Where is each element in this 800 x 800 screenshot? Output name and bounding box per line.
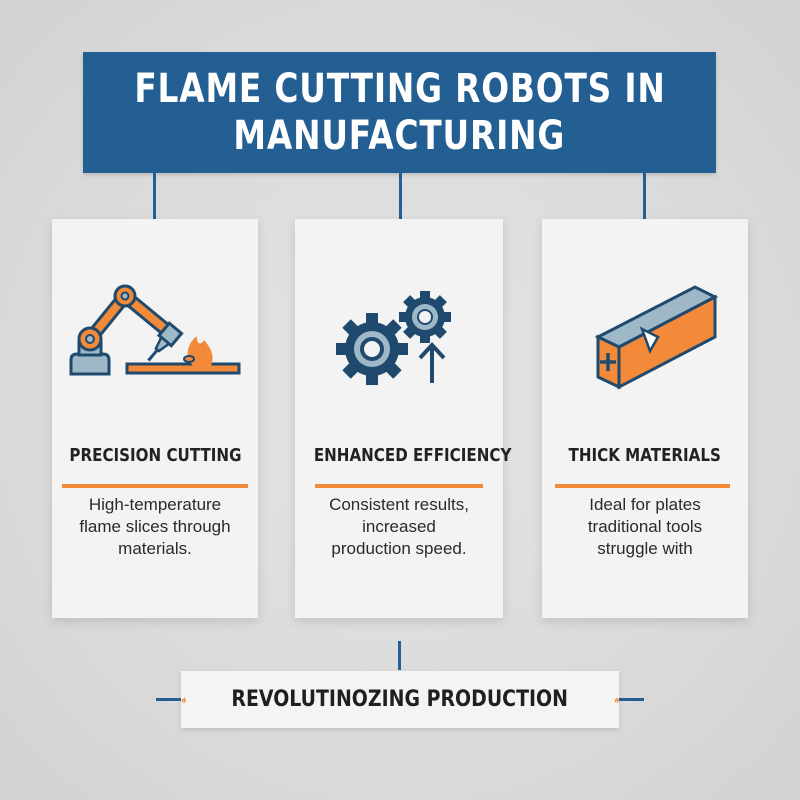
description-line: materials.	[118, 539, 192, 558]
card-enhanced-efficiency: ENHANCED EFFICIENCY Consistent results, …	[295, 219, 512, 618]
card-precision-cutting: PRECISION CUTTING High-temperature flame…	[52, 219, 258, 618]
description-line: Consistent results,	[329, 495, 469, 514]
connector-line-3	[643, 173, 646, 225]
title-banner: FLAME CUTTING ROBOTS IN MANUFACTURING	[83, 52, 716, 173]
flame-icon	[614, 696, 619, 703]
gears-arrow-up-icon	[295, 279, 503, 399]
heading-underline	[62, 484, 248, 488]
description-line: flame slices through	[79, 517, 231, 536]
card-heading: ENHANCED EFFICIENCY	[313, 445, 512, 466]
heading-underline	[555, 484, 730, 488]
footer-connector-right	[619, 698, 644, 701]
footer-connector-vertical	[398, 641, 401, 670]
description-line: production speed.	[331, 539, 467, 558]
thick-metal-block-icon	[542, 279, 748, 399]
footer-banner: REVOLUTINOZING PRODUCTION	[181, 671, 619, 728]
card-heading: PRECISION CUTTING	[68, 445, 242, 466]
description-line: High-temperature	[88, 495, 222, 514]
footer-label: REVOLUTINOZING PRODUCTION	[231, 687, 569, 712]
description-line: Ideal for plates	[589, 495, 701, 514]
title-line-2: MANUFACTURING	[233, 112, 566, 159]
connector-line-1	[153, 173, 156, 225]
card-description: Ideal for plates traditional tools strug…	[542, 494, 748, 560]
description-line: struggle with	[597, 539, 693, 558]
card-heading: THICK MATERIALS	[568, 445, 722, 466]
description-line: increased	[362, 517, 436, 536]
description-line: traditional tools	[587, 517, 703, 536]
connector-line-2	[399, 173, 402, 225]
card-thick-materials: THICK MATERIALS Ideal for plates traditi…	[542, 219, 748, 618]
card-description: High-temperature flame slices through ma…	[52, 494, 258, 560]
heading-underline	[315, 484, 483, 488]
flame-icon	[181, 696, 186, 703]
robot-arm-flame-icon	[52, 279, 258, 399]
title-line-1: FLAME CUTTING ROBOTS IN	[133, 65, 666, 112]
card-description: Consistent results, increased production…	[295, 494, 503, 560]
footer-connector-left	[156, 698, 181, 701]
